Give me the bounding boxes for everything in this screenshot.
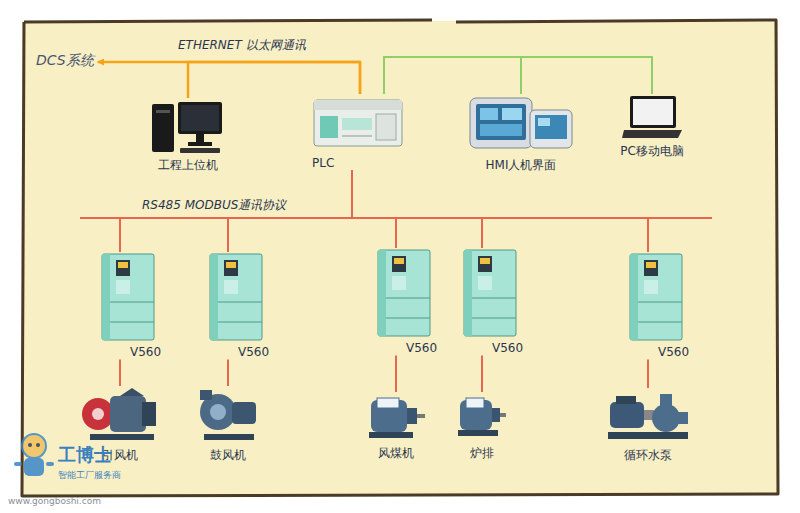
drive-icon xyxy=(628,252,689,342)
blower-motor: 鼓风机 xyxy=(196,386,260,462)
motor-icon xyxy=(365,392,427,442)
connector xyxy=(481,355,483,392)
watermark-brand: 工博士 xyxy=(58,444,112,466)
grate-motor: 炉排 xyxy=(456,392,508,460)
hmi-panel: HMI人机界面 xyxy=(468,94,574,172)
device-label: HMI人机界面 xyxy=(486,158,557,172)
device-label: 鼓风机 xyxy=(210,448,246,462)
connector xyxy=(352,170,482,248)
connector xyxy=(227,359,229,386)
dcs-system-label: DCS系统 xyxy=(36,52,94,69)
panel-fill xyxy=(22,21,778,495)
pump-icon xyxy=(606,388,690,444)
connector xyxy=(395,355,397,392)
device-label: PLC xyxy=(312,156,334,170)
panel-border xyxy=(22,20,778,496)
plc-icon xyxy=(312,94,404,152)
device-label: 炉排 xyxy=(470,446,494,460)
drive-model: V560 xyxy=(130,345,161,359)
fanred-icon xyxy=(80,386,160,444)
connector xyxy=(119,359,121,386)
vfd-drive: V560 xyxy=(628,252,689,359)
coal-feeder-motor: 风煤机 xyxy=(365,392,427,460)
laptop-icon xyxy=(620,94,684,140)
watermark-slogan: 智能工厂服务商 xyxy=(58,470,121,481)
watermark-url: www.gongboshi.com xyxy=(8,496,101,507)
connector xyxy=(188,62,360,98)
hmi-icon xyxy=(468,94,574,154)
circulation-pump: 循环水泵 xyxy=(606,388,690,462)
device-label: 循环水泵 xyxy=(624,448,672,462)
vfd-drive: V560 xyxy=(208,252,269,359)
drive-model: V560 xyxy=(238,345,269,359)
pc-laptop: PC移动电脑 xyxy=(620,94,684,158)
drive-model: V560 xyxy=(406,341,437,355)
drive-model: V560 xyxy=(658,345,689,359)
drive-icon xyxy=(100,252,161,342)
computer-icon xyxy=(150,98,226,154)
connector xyxy=(120,170,352,252)
connector xyxy=(352,170,648,252)
vfd-drive: V560 xyxy=(462,248,523,355)
motorsmall-icon xyxy=(456,392,508,442)
panel-fill xyxy=(22,20,778,496)
device-label: DCS系统 xyxy=(36,52,94,69)
connector xyxy=(352,170,396,248)
vfd-drive: V560 xyxy=(376,248,437,355)
connector xyxy=(384,57,652,94)
host-computer: 工程上位机 xyxy=(150,98,226,172)
watermark-robot xyxy=(14,434,54,476)
connector xyxy=(647,359,649,388)
vfd-drive: V560 xyxy=(100,252,161,359)
plc-unit: PLC xyxy=(312,94,404,170)
bus-protocol-label: RS485 MODBUS通讯协议 xyxy=(142,198,286,212)
drive-icon xyxy=(208,252,269,342)
drive-model: V560 xyxy=(492,341,523,355)
device-label: 工程上位机 xyxy=(158,158,218,172)
edge-label: ETHERNET 以太网通讯 xyxy=(176,38,308,52)
device-label: 风煤机 xyxy=(378,446,414,460)
connector xyxy=(384,57,521,94)
drive-icon xyxy=(462,248,523,338)
blower-icon xyxy=(196,386,260,444)
device-label: PC移动电脑 xyxy=(620,144,684,158)
drive-icon xyxy=(376,248,437,338)
connector xyxy=(98,62,360,94)
